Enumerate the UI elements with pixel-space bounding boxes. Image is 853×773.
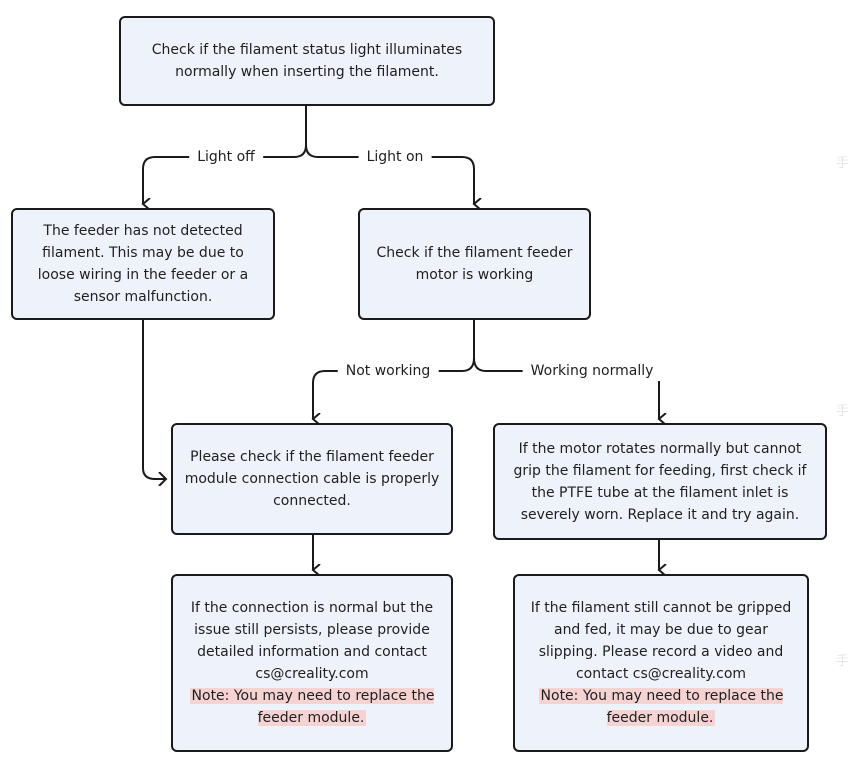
edge-start-branch-right <box>305 144 474 204</box>
note-highlight: Note: You may need to replace the feeder… <box>189 688 435 726</box>
node-contact-left: If the connection is normal but the issu… <box>171 574 453 752</box>
node-light-off: The feeder has not detected filament. Th… <box>11 208 275 320</box>
node-start-text: Check if the filament status light illum… <box>151 42 463 80</box>
node-light-on: Check if the filament feeder motor is wo… <box>358 208 591 320</box>
node-check-ptfe: If the motor rotates normally but cannot… <box>493 423 827 540</box>
node-contact-left-note: Note: You may need to replace the feeder… <box>183 685 441 729</box>
node-light-on-text: Check if the filament feeder motor is wo… <box>376 245 573 283</box>
node-check-ptfe-text: If the motor rotates normally but cannot… <box>513 440 807 523</box>
edge-label-light-off: Light off <box>189 147 263 167</box>
edge-label-not-working: Not working <box>337 361 439 381</box>
node-start: Check if the filament status light illum… <box>119 16 495 106</box>
node-contact-right-note: Note: You may need to replace the feeder… <box>529 685 794 729</box>
node-contact-right-text: If the filament still cannot be gripped … <box>530 600 792 682</box>
edge-label-light-on: Light on <box>358 147 432 167</box>
watermark-glyph: 手 <box>835 156 849 171</box>
edge-label-working-normally: Working normally <box>522 361 662 381</box>
node-check-cable-text: Please check if the filament feeder modu… <box>184 449 440 509</box>
watermark-glyph: 手 <box>835 404 849 419</box>
watermark-glyph: 手 <box>835 654 849 669</box>
edge-lightoff-to-cable <box>142 320 166 479</box>
node-check-cable: Please check if the filament feeder modu… <box>171 423 453 535</box>
node-light-off-text: The feeder has not detected filament. Th… <box>37 223 249 305</box>
node-contact-right: If the filament still cannot be gripped … <box>513 574 809 752</box>
node-contact-left-text: If the connection is normal but the issu… <box>190 600 434 682</box>
note-highlight: Note: You may need to replace the feeder… <box>538 688 784 726</box>
